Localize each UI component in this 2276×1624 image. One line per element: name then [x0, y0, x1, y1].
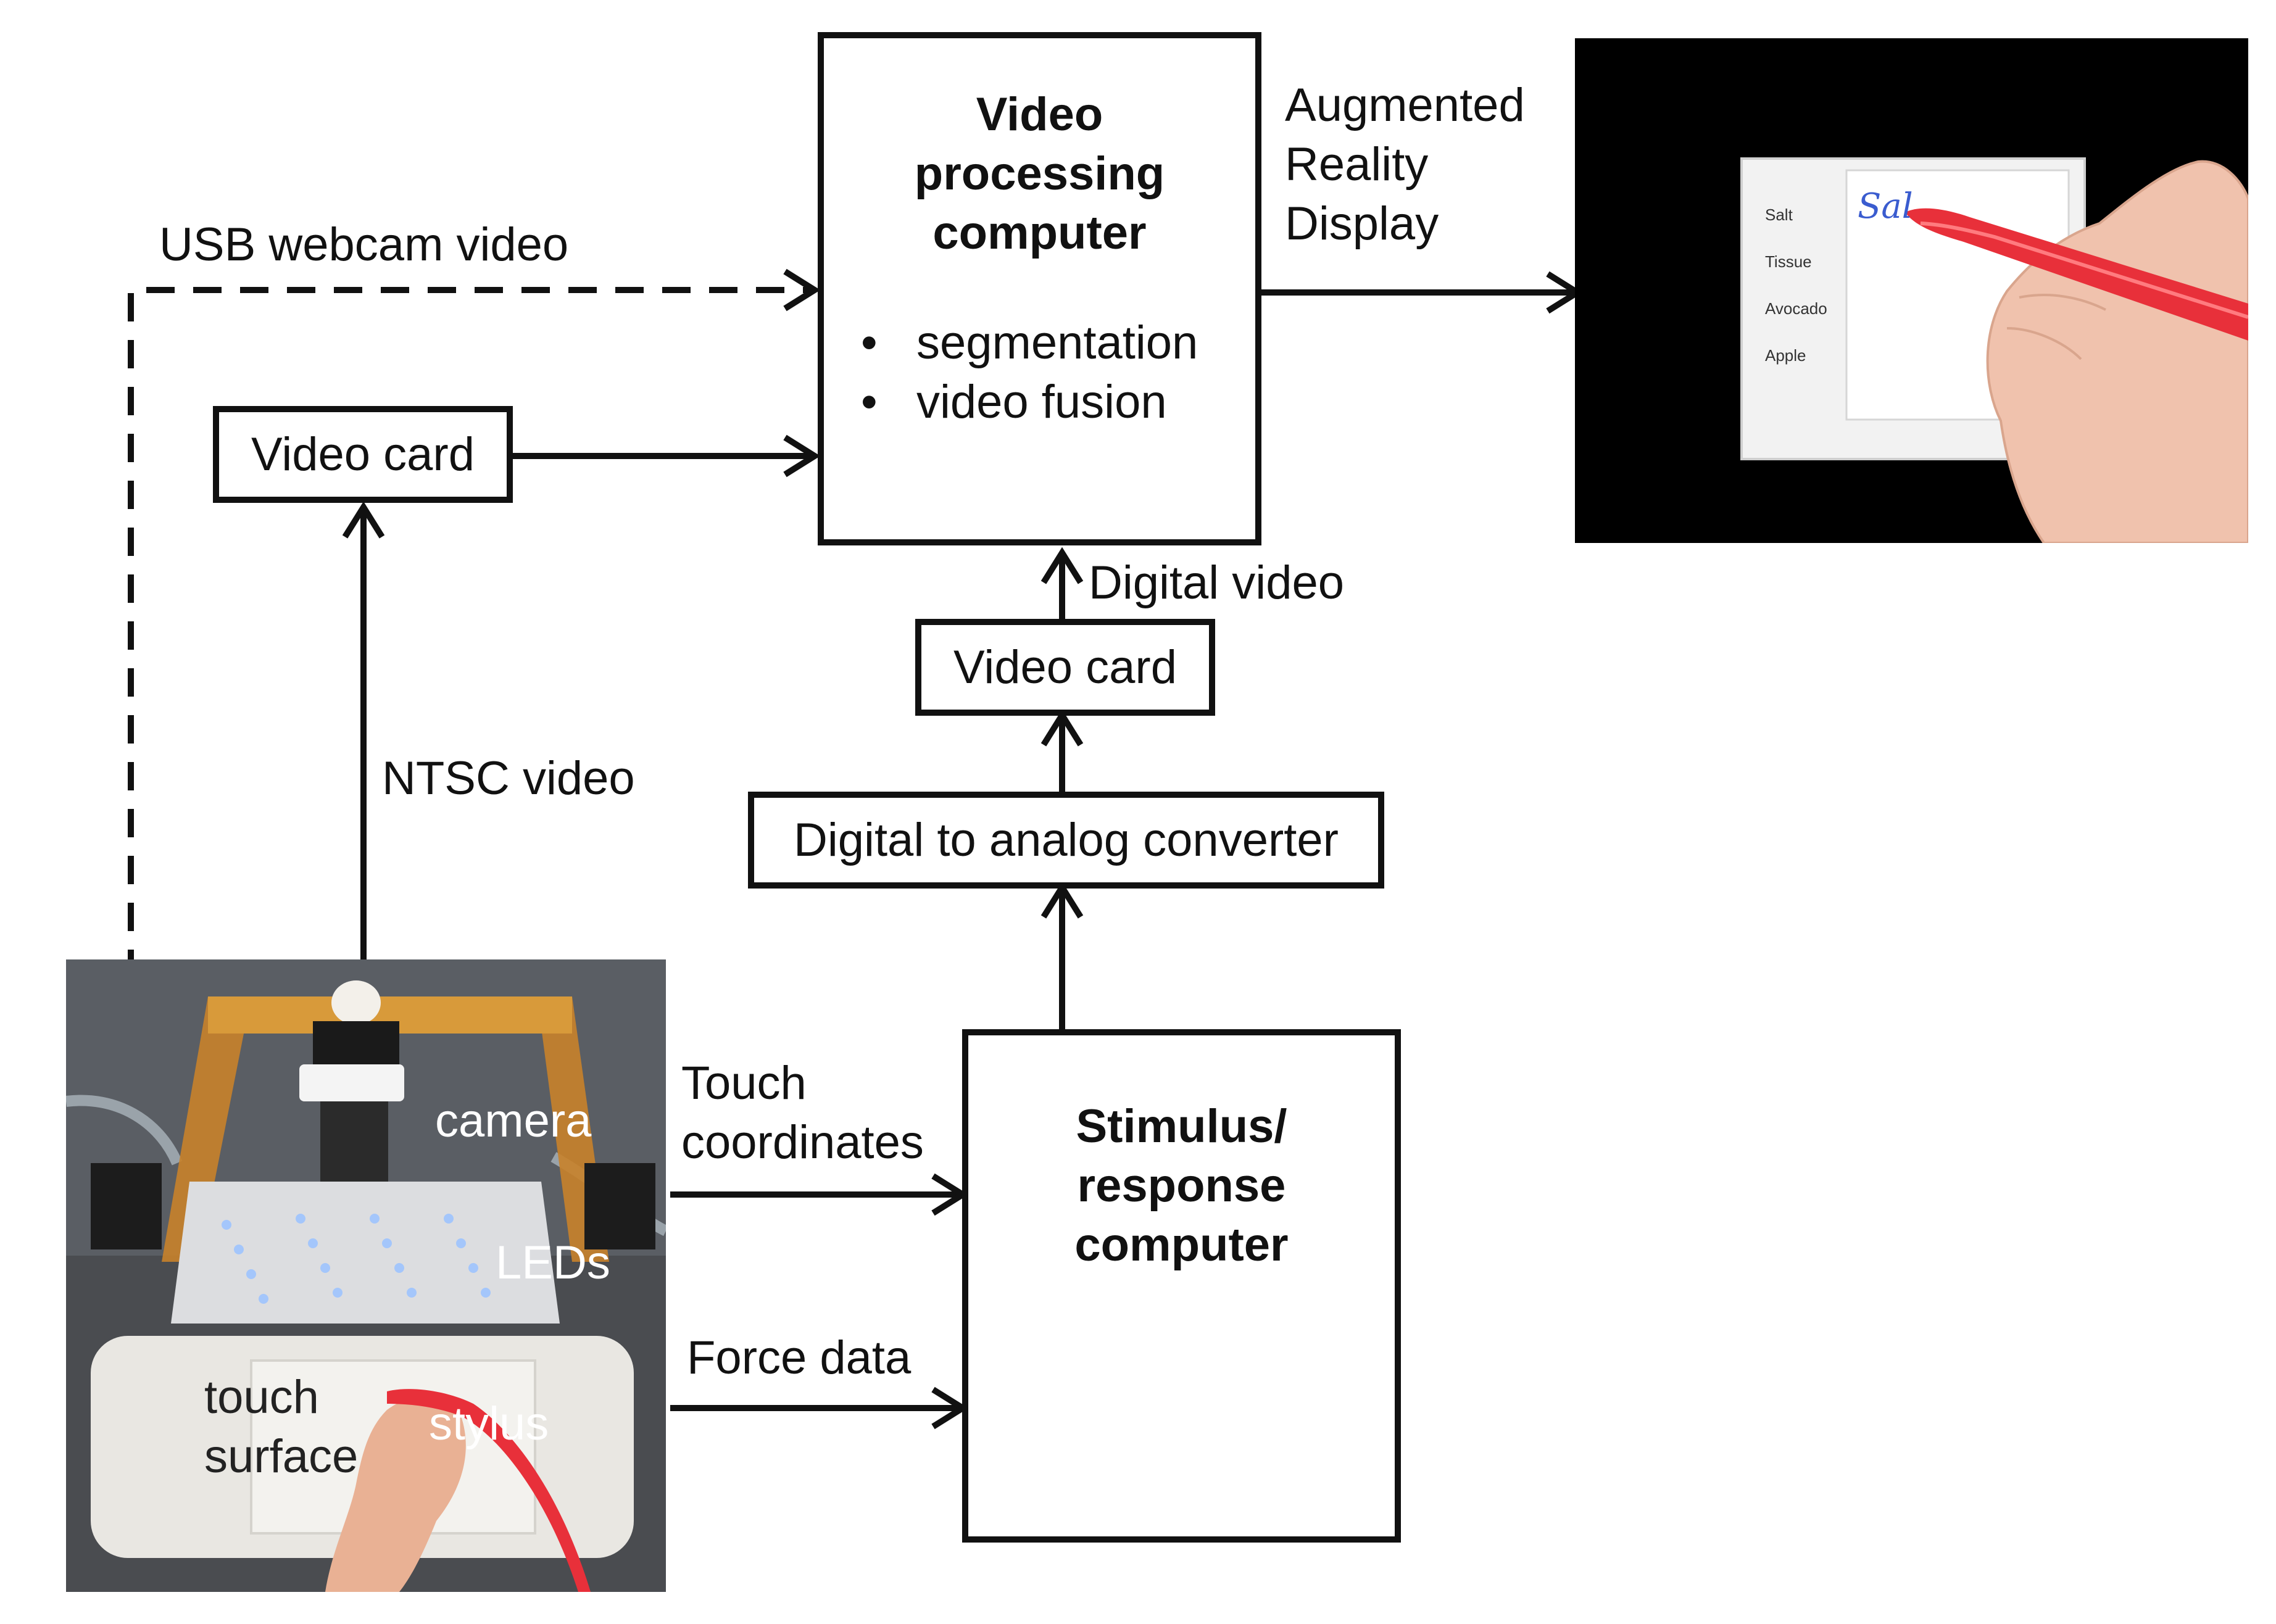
ar-item: Apple	[1765, 346, 1806, 365]
device-stylus-shape	[387, 1389, 591, 1592]
touch-coordinates-label-line: Touch	[681, 1057, 807, 1109]
dac-box: Digital to analog converter	[748, 792, 1384, 889]
ar-display-label-line: Augmented	[1285, 79, 1525, 131]
video-computer-functions: segmentation video fusion	[861, 313, 1198, 432]
stylus-label: stylus	[429, 1398, 549, 1450]
usb-webcam-connector	[128, 287, 815, 978]
touch-surface-label-line: surface	[204, 1430, 359, 1483]
dac-label: Digital to analog converter	[794, 813, 1339, 866]
videocard-left-arrowhead	[783, 434, 821, 478]
touch-surface-label-line: touch	[204, 1371, 319, 1423]
digital-video-arrowhead	[1040, 547, 1084, 584]
usb-webcam-label: USB webcam video	[159, 218, 569, 271]
ar-handwriting: Sal	[1858, 186, 1913, 226]
ar-display-label-line: Reality	[1285, 138, 1429, 191]
video-computer-title-line: processing	[914, 147, 1165, 200]
digital-video-label: Digital video	[1089, 557, 1344, 609]
device-photo-graphic	[66, 959, 666, 1592]
video-card-right-box: Video card	[915, 619, 1215, 716]
video-card-left-label: Video card	[251, 428, 475, 481]
stimulus-computer-title-line: response	[1077, 1159, 1286, 1212]
touch-coordinates-label-line: coordinates	[681, 1116, 924, 1169]
ntsc-arrowhead	[342, 501, 385, 539]
stimulus-computer-title: Stimulus/ response computer	[968, 1097, 1395, 1275]
ntsc-video-label: NTSC video	[382, 752, 635, 805]
leds-label: LEDs	[496, 1237, 610, 1289]
camera-label: camera	[435, 1095, 592, 1147]
video-computer-title-line: Video	[976, 88, 1103, 141]
video-computer-title-line: computer	[932, 207, 1147, 259]
stimulus-computer-title-line: computer	[1074, 1219, 1289, 1271]
touch-coordinates-label: Touch coordinates	[681, 1054, 924, 1172]
ar-display-label: Augmented Reality Display	[1285, 76, 1525, 254]
stimulus-computer-title-line: Stimulus/	[1076, 1100, 1287, 1153]
usb-webcam-arrowhead	[783, 268, 821, 312]
video-computer-title: Video processing computer	[824, 85, 1255, 263]
function-item: segmentation	[861, 313, 1198, 373]
function-item: video fusion	[861, 373, 1198, 432]
force-data-label: Force data	[687, 1332, 912, 1384]
video-card-right-label: Video card	[953, 640, 1177, 694]
ar-screen-graphic	[1740, 157, 2248, 543]
ar-display-screen: Salt Tissue Avocado Apple Sal	[1575, 38, 2248, 543]
ar-item-list: Salt Tissue Avocado Apple	[1765, 191, 1827, 379]
video-processing-computer-box: Video processing computer segmentation v…	[818, 32, 1261, 545]
ar-item: Avocado	[1765, 299, 1827, 318]
device-hand-shape	[325, 1396, 466, 1592]
ar-item: Tissue	[1765, 252, 1812, 271]
stylus-shape	[1905, 208, 2248, 341]
touch-surface-label: touch surface	[204, 1368, 358, 1486]
stimulus-response-computer-box: Stimulus/ response computer	[962, 1029, 1401, 1543]
ar-display-label-line: Display	[1285, 197, 1439, 250]
video-card-left-box: Video card	[213, 406, 513, 503]
haptic-device-photo: camera LEDs touch surface stylus	[66, 959, 666, 1592]
ar-item: Salt	[1765, 205, 1793, 224]
